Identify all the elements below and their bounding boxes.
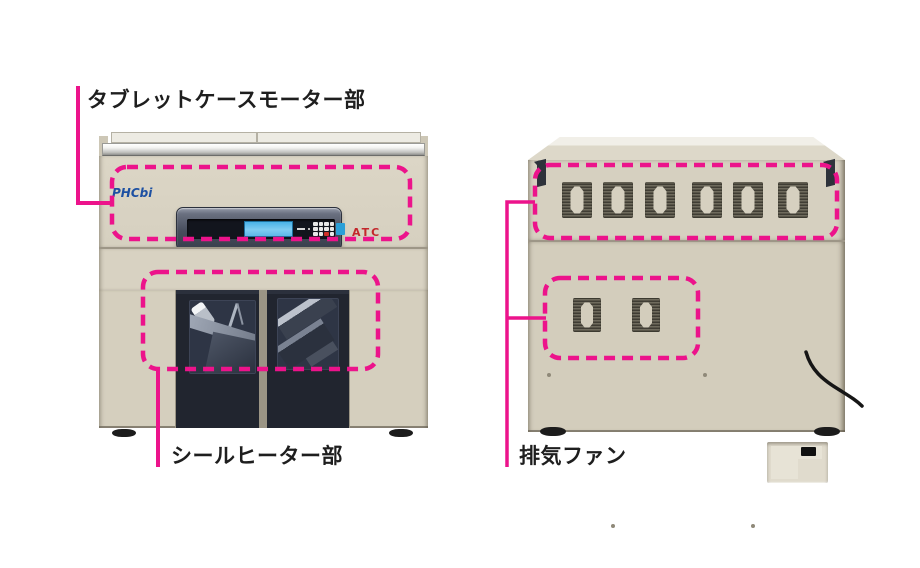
keypad-key	[313, 227, 318, 231]
screw	[751, 524, 755, 528]
keypad-key	[318, 232, 323, 236]
label-tablet-case-motor: タブレットケースモーター部	[87, 88, 366, 112]
back-top-surface	[528, 137, 845, 160]
keypad	[313, 222, 334, 236]
label-seal-heater: シールヒーター部	[171, 444, 343, 468]
model-badge: ATC	[352, 226, 382, 239]
label-exhaust-fan: 排気ファン	[519, 444, 627, 468]
lid-hinge-left	[537, 158, 546, 188]
keypad-key	[318, 222, 323, 226]
door-right-window	[277, 298, 339, 370]
vent-grille	[603, 182, 633, 218]
vent-grille	[645, 182, 675, 218]
machine-foot	[540, 427, 566, 436]
machine-back-view	[528, 137, 845, 528]
recess-detail	[771, 446, 798, 479]
lid-front-rail	[102, 143, 425, 156]
upper-cabinet-section: PHCbi	[99, 156, 428, 251]
middle-cabinet-band	[99, 249, 428, 290]
lid-hinge-right	[826, 158, 835, 188]
cabinet-seam	[99, 247, 428, 249]
vent-grille	[778, 182, 808, 218]
indicator-dot	[308, 228, 310, 230]
vent-grille	[632, 298, 660, 332]
brand-logo: PHCbi	[112, 186, 153, 200]
vent-grille	[692, 182, 722, 218]
control-panel	[176, 207, 345, 251]
screw	[611, 524, 615, 528]
machine-foot	[814, 427, 840, 436]
vent-grille	[733, 182, 763, 218]
keypad-key	[324, 227, 329, 231]
internal-highlight	[236, 303, 244, 325]
keypad-key	[329, 222, 334, 226]
keypad-key	[329, 232, 334, 236]
door-left-window	[189, 300, 256, 374]
power-inlet-recess	[767, 442, 828, 483]
door-left	[176, 290, 259, 428]
keypad-key	[318, 227, 323, 231]
vent-grille	[562, 182, 592, 218]
indicator-light	[297, 228, 305, 230]
top-lid-panel-left	[111, 132, 257, 143]
vent-grille	[573, 298, 601, 332]
back-lower-section	[528, 242, 845, 528]
machine-foot	[112, 429, 136, 437]
keypad-key	[313, 222, 318, 226]
power-inlet	[801, 447, 816, 456]
lcd-display	[244, 221, 293, 237]
lower-cabinet-section	[99, 290, 428, 428]
machine-front-view: PHCbi	[99, 132, 428, 437]
door-recess	[175, 290, 350, 428]
start-key	[336, 223, 345, 235]
door-right	[267, 290, 349, 428]
cabinet-seam	[528, 240, 845, 242]
control-panel-display-strip	[187, 219, 345, 239]
keypad-key-red	[324, 232, 329, 236]
keypad-key	[324, 222, 329, 226]
screw	[703, 373, 707, 377]
top-lid-panel-right	[257, 132, 421, 143]
keypad-key	[313, 232, 318, 236]
keypad-key	[329, 227, 334, 231]
machine-foot	[389, 429, 413, 437]
screw	[547, 373, 551, 377]
